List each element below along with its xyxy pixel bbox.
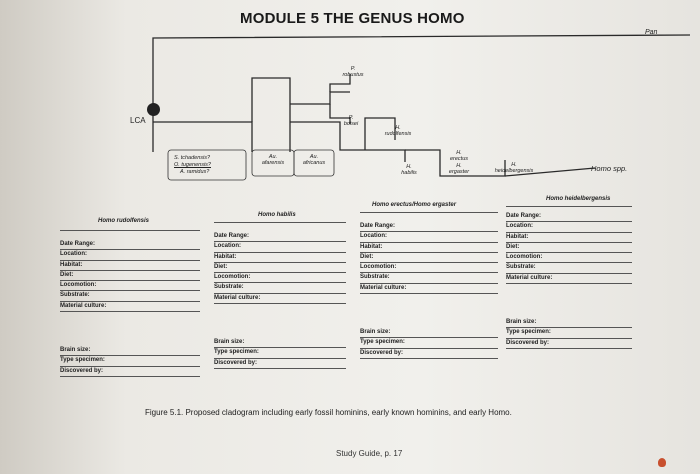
sahel-box xyxy=(167,149,247,181)
worksheet-erectus-top-rule xyxy=(360,212,498,213)
field-substrate[interactable]: Substrate: xyxy=(214,283,346,294)
label-ramidus: A. ramidus? xyxy=(180,169,210,176)
field-discovered-by[interactable]: Discovered by: xyxy=(360,349,498,359)
worksheet-rudolfensis-top-rule xyxy=(60,230,200,231)
field-habitat[interactable]: Habitat: xyxy=(506,233,632,243)
worksheet-habilis-top-rule xyxy=(214,222,346,223)
label-rudolfensis: H. rudolfensis xyxy=(384,125,412,138)
field-locomotion[interactable]: Locomotion: xyxy=(214,273,346,284)
worksheet-rudolfensis-title: Homo rudolfensis xyxy=(98,218,150,224)
label-tugenensis: O. tugenensis? xyxy=(174,162,211,169)
label-boisei: P. boisei xyxy=(343,115,359,128)
field-date-range[interactable]: Date Range: xyxy=(506,212,632,223)
worksheet-erectus-title: Homo erectus/Homo ergaster xyxy=(372,202,457,208)
worksheet-habilis-fields-2: Brain size: Type specimen: Discovered by… xyxy=(214,338,346,369)
worksheet-habilis-title: Homo habilis xyxy=(258,212,296,218)
branch-paranthropus xyxy=(290,91,350,105)
field-type-specimen[interactable]: Type specimen: xyxy=(214,348,346,359)
lca-node-dot xyxy=(147,103,160,116)
label-erectus: H. erectus H. ergaster xyxy=(448,150,470,175)
field-location[interactable]: Location: xyxy=(360,232,498,243)
figure-caption: Figure 5.1. Proposed cladogram including… xyxy=(145,408,512,417)
label-africanus: Au. africanus xyxy=(302,154,326,167)
label-pan: Pan xyxy=(645,29,658,36)
page-title: MODULE 5 THE GENUS HOMO xyxy=(240,10,465,27)
field-substrate[interactable]: Substrate: xyxy=(506,263,632,274)
worksheet-heidelbergensis-title: Homo heidelbergensis xyxy=(546,196,611,202)
label-robustus: P. robustus xyxy=(342,66,364,79)
worksheet-heidelbergensis-fields-2: Brain size: Type specimen: Discovered by… xyxy=(506,318,632,349)
field-location[interactable]: Location: xyxy=(506,222,632,233)
field-brain-size[interactable]: Brain size: xyxy=(214,338,346,349)
field-diet[interactable]: Diet: xyxy=(506,243,632,254)
branch-robustus xyxy=(329,74,351,92)
branch-afarensis xyxy=(251,77,291,152)
worksheet-erectus-fields: Date Range: Location: Habitat: Diet: Loc… xyxy=(360,222,498,295)
worksheet-erectus-fields-2: Brain size: Type specimen: Discovered by… xyxy=(360,328,498,359)
field-location[interactable]: Location: xyxy=(214,242,346,253)
field-substrate[interactable]: Substrate: xyxy=(360,273,498,284)
field-date-range[interactable]: Date Range: xyxy=(360,222,498,233)
worksheet-rudolfensis-fields-2: Brain size: Type specimen: Discovered by… xyxy=(60,346,200,377)
field-discovered-by[interactable]: Discovered by: xyxy=(214,359,346,369)
worksheet-heidelbergensis-top-rule xyxy=(506,206,632,207)
branch-pan xyxy=(152,34,691,110)
field-diet[interactable]: Diet: xyxy=(60,271,200,282)
branch-rudolfensis xyxy=(364,117,396,150)
field-type-specimen[interactable]: Type specimen: xyxy=(60,356,200,367)
field-material-culture[interactable]: Material culture: xyxy=(360,284,498,295)
field-date-range[interactable]: Date Range: xyxy=(60,240,200,251)
field-locomotion[interactable]: Locomotion: xyxy=(360,263,498,274)
branch-boisei xyxy=(329,104,351,124)
branch-homo xyxy=(290,121,365,151)
field-type-specimen[interactable]: Type specimen: xyxy=(506,328,632,339)
branch-hominin xyxy=(153,121,253,152)
page-footer: Study Guide, p. 17 xyxy=(336,449,403,458)
label-tchadensis: S. tchadensis? xyxy=(174,155,211,161)
worksheet-habilis-fields: Date Range: Location: Habitat: Diet: Loc… xyxy=(214,232,346,305)
africanus-box xyxy=(293,149,335,177)
field-material-culture[interactable]: Material culture: xyxy=(60,302,200,313)
branch-heidelbergensis xyxy=(504,167,596,177)
label-afarensis: Au. afarensis xyxy=(261,154,285,167)
field-substrate[interactable]: Substrate: xyxy=(60,291,200,302)
field-date-range[interactable]: Date Range: xyxy=(214,232,346,243)
branch-erectus xyxy=(405,149,506,177)
field-material-culture[interactable]: Material culture: xyxy=(506,274,632,285)
field-habitat[interactable]: Habitat: xyxy=(60,261,200,271)
label-habilis: H. habilis xyxy=(401,164,417,177)
field-location[interactable]: Location: xyxy=(60,250,200,261)
field-locomotion[interactable]: Locomotion: xyxy=(60,281,200,292)
field-discovered-by[interactable]: Discovered by: xyxy=(60,367,200,377)
label-homo-spp: Homo spp. xyxy=(591,164,628,173)
field-type-specimen[interactable]: Type specimen: xyxy=(360,338,498,349)
field-diet[interactable]: Diet: xyxy=(214,263,346,274)
corner-mark-icon xyxy=(658,458,666,467)
field-material-culture[interactable]: Material culture: xyxy=(214,294,346,305)
field-habitat[interactable]: Habitat: xyxy=(214,253,346,263)
field-brain-size[interactable]: Brain size: xyxy=(60,346,200,357)
field-locomotion[interactable]: Locomotion: xyxy=(506,253,632,264)
label-heidelbergensis: H. heidelbergensis xyxy=(494,162,534,175)
worksheet-rudolfensis-fields: Date Range: Location: Habitat: Diet: Loc… xyxy=(60,240,200,313)
branch-habilis xyxy=(365,149,406,162)
field-brain-size[interactable]: Brain size: xyxy=(360,328,498,339)
field-habitat[interactable]: Habitat: xyxy=(360,243,498,253)
field-discovered-by[interactable]: Discovered by: xyxy=(506,339,632,349)
label-sahel-group: S. tchadensis? O. tugenensis? A. ramidus… xyxy=(174,155,211,176)
worksheet-heidelbergensis-fields: Date Range: Location: Habitat: Diet: Loc… xyxy=(506,212,632,285)
label-lca: LCA xyxy=(130,116,146,125)
field-diet[interactable]: Diet: xyxy=(360,253,498,264)
field-brain-size[interactable]: Brain size: xyxy=(506,318,632,329)
